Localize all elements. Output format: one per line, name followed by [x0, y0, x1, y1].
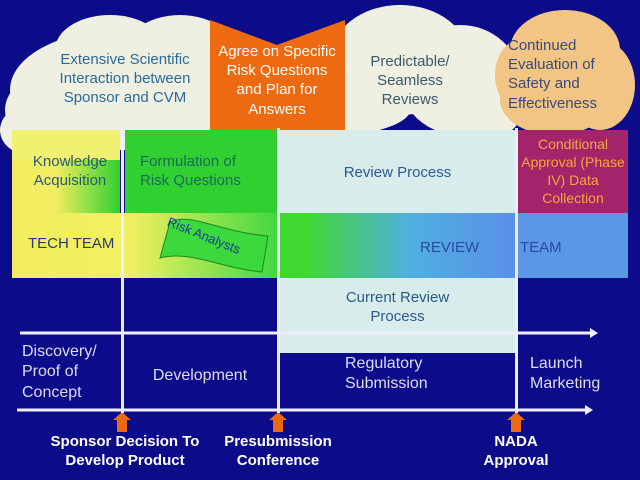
cloud-left-text: Extensive Scientific Interaction between…	[59, 51, 191, 107]
phase-development: Development	[152, 367, 248, 384]
cloud-right	[495, 10, 635, 135]
milestone-sponsor: Sponsor Decision To Develop Product	[50, 433, 200, 470]
review-label: REVIEW	[420, 239, 480, 256]
milestone-line	[277, 128, 280, 413]
current-review-label: Current Review Process	[345, 289, 450, 326]
risk-analysts-banner	[159, 218, 269, 273]
formulation-label: Formulation of Risk Questions	[140, 153, 241, 190]
milestone-nada: NADA Approval	[483, 433, 549, 470]
milestone-arrows	[113, 412, 525, 432]
formulation-box	[125, 130, 278, 213]
knowledge-box	[12, 158, 120, 213]
cloud-middle-text: Predictable/ Seamless Reviews	[370, 53, 450, 109]
arrow-text: Agree on Specific Risk Questions and Pla…	[218, 43, 336, 118]
phase-regulatory: Regulatory Submission	[345, 355, 428, 393]
current-review-box	[280, 278, 515, 353]
timeline-axes	[17, 331, 590, 412]
tech-team-label: TECH TEAM	[28, 235, 115, 252]
milestone-line	[515, 128, 518, 413]
phase-launch: Launch Marketing	[530, 355, 601, 393]
review-band	[280, 213, 515, 278]
conditional-label: Conditional Approval (Phase IV) Data Col…	[521, 136, 625, 206]
milestone-line	[121, 128, 124, 413]
conditional-box	[518, 130, 628, 213]
review-process-box	[280, 130, 515, 213]
knowledge-label: Knowledge Acquisition	[32, 153, 108, 190]
team-band	[518, 213, 628, 278]
review-process-label: Review Process	[343, 164, 452, 181]
team-label: TEAM	[520, 239, 562, 256]
cloud-right-text: Continued Evaluation of Safety and Effec…	[508, 37, 597, 112]
phase-discovery: Discovery/ Proof of Concept	[22, 343, 97, 401]
milestone-presubmission: Presubmission Conference	[224, 433, 332, 470]
